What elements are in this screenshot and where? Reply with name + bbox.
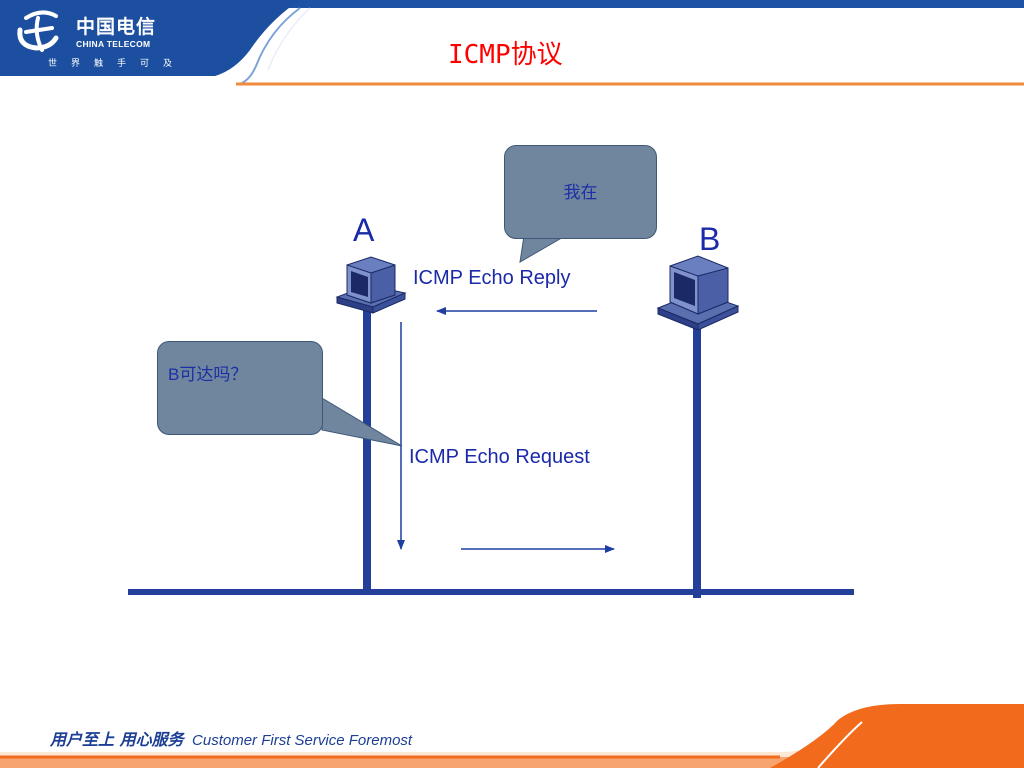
callout-b-tail: [519, 235, 567, 263]
callout-a-tail: [321, 397, 403, 447]
footer-swoosh: [770, 704, 1024, 768]
callout-a-text: 可达吗？: [179, 365, 248, 385]
logo-chinese-name: 中国电信: [76, 16, 157, 38]
callout-a-prefix: B: [168, 365, 180, 384]
host-a-label: A: [353, 212, 375, 248]
header-bar: [0, 0, 1024, 8]
slide-title: ICMP协议: [448, 40, 563, 70]
telecom-e-icon: [17, 10, 59, 52]
computer-b-icon: [656, 255, 740, 331]
footer-slogan-en: Customer First Service Foremost: [192, 732, 413, 749]
echo-reply-label: ICMP Echo Reply: [413, 267, 571, 289]
computer-a-icon: [335, 256, 407, 314]
logo-slogan: 世界触手可及: [48, 59, 187, 69]
china-telecom-logo: 中国电信 CHINA TELECOM 世界触手可及: [12, 6, 222, 70]
footer-band: [0, 708, 1024, 768]
footer-slogan-cn: 用户至上 用心服务: [50, 730, 184, 749]
header-swoosh: [0, 0, 1024, 86]
logo-english-name: CHINA TELECOM: [76, 39, 151, 49]
host-b-label: B: [699, 221, 721, 257]
callout-b-text: 我在: [563, 183, 598, 203]
footer-swoosh-line: [817, 721, 863, 768]
echo-request-label: ICMP Echo Request: [409, 446, 590, 468]
footer-slogan: 用户至上 用心服务 Customer First Service Foremos…: [50, 726, 412, 750]
callout-a-question: B可达吗？: [157, 341, 323, 435]
callout-b-reply: 我在: [504, 145, 657, 239]
